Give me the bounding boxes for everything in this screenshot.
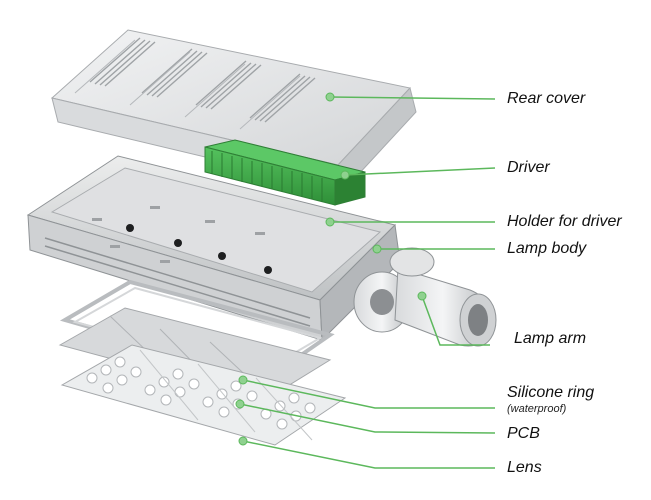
dot-silicone-ring <box>238 375 248 385</box>
lens-part <box>60 344 347 446</box>
dot-holder-for-driver <box>325 217 335 227</box>
lamp-body-part <box>26 155 401 342</box>
callout-holder-for-driver: Holder for driver <box>507 213 622 230</box>
lamp-arm-part <box>353 247 497 347</box>
dot-pcb <box>235 399 245 409</box>
leader-dots <box>235 92 427 446</box>
callout-driver: Driver <box>507 159 550 176</box>
callout-lens: Lens <box>507 459 542 476</box>
dot-lens <box>238 436 248 446</box>
leader-lines <box>239 96 496 469</box>
dot-lamp-body <box>372 244 382 254</box>
leader-lens <box>242 440 495 469</box>
dot-lamp-arm <box>417 291 427 301</box>
callout-lamp-body: Lamp body <box>507 240 587 257</box>
dot-driver <box>340 170 350 180</box>
leader-driver <box>344 167 496 176</box>
callout-rear-cover: Rear cover <box>507 90 586 107</box>
dot-rear-cover <box>325 92 335 102</box>
callout-pcb: PCB <box>507 425 540 442</box>
leader-rear-cover <box>329 96 496 100</box>
callout-silicone-ring: Silicone ring <box>507 384 595 401</box>
callout-silicone-ring-note: (waterproof) <box>507 403 567 415</box>
leader-lamp-arm <box>421 295 490 346</box>
leader-silicone-ring <box>242 379 495 409</box>
callout-lamp-arm: Lamp arm <box>514 330 587 347</box>
driver-part <box>204 139 366 206</box>
leader-pcb <box>239 403 496 434</box>
